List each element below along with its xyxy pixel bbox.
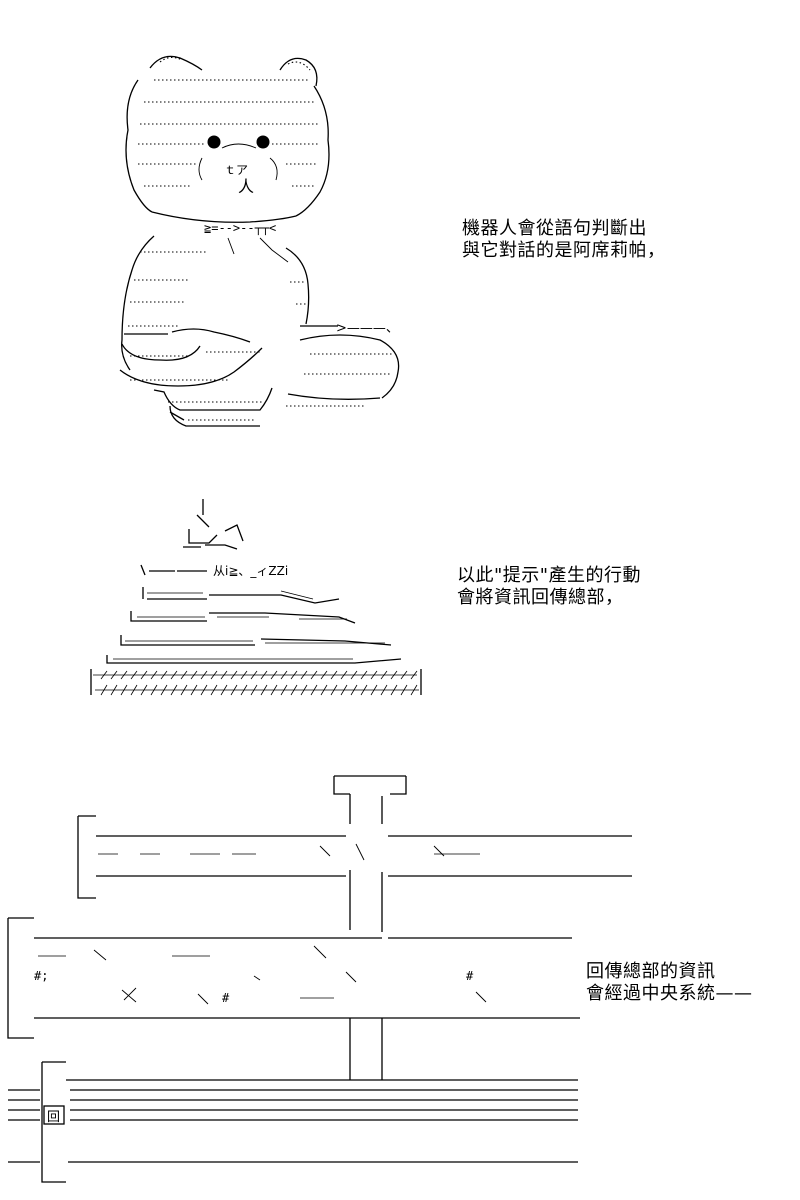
panel-2-caption-line-2: 會將資訊回傳總部， xyxy=(457,587,624,608)
panel-1-caption: 機器人會從語句判斷出 與它對話的是阿席莉帕， xyxy=(462,218,666,262)
pipes-ascii-art: #; # # 回 xyxy=(7,775,632,1183)
panel-2-caption: 以此"提示"產生的行動 會將資訊回傳總部， xyxy=(457,565,641,609)
panel-3-caption: 回傳總部的資訊 會經過中央系統—— xyxy=(586,961,753,1005)
bear-nose-text: 人 xyxy=(238,177,254,196)
svg-text:#: # xyxy=(222,991,230,1005)
svg-text:#;: #; xyxy=(34,969,48,983)
panel-2-caption-line-1: 以此"提示"產生的行動 xyxy=(457,565,642,586)
panel-1-caption-line-2: 與它對話的是阿席莉帕， xyxy=(462,240,666,261)
cable-symbol-text: 回 xyxy=(47,1110,60,1125)
mound-row-text: 从i≧、_ィZZi xyxy=(213,564,288,578)
panel-1-caption-line-1: 機器人會從語句判斷出 xyxy=(462,218,647,239)
bear-eye-left xyxy=(207,135,221,149)
svg-text:#: # xyxy=(466,969,474,983)
panel-3-caption-line-1: 回傳總部的資訊 xyxy=(586,961,716,982)
bear-arm-text: >———、 xyxy=(336,321,399,336)
bear-eye-right xyxy=(256,135,270,149)
bear-chest-text: ≧=-->--┬┬< xyxy=(204,221,276,235)
panel-bear: ｔア 人 ≧=-->--┬┬< >———、 機 xyxy=(0,40,800,440)
panel-3-caption-line-2: 會經過中央系統—— xyxy=(586,983,753,1004)
bear-face-text: ｔア xyxy=(224,163,248,177)
bear-ascii-art: ｔア 人 ≧=-->--┬┬< >———、 xyxy=(119,55,400,427)
mound-ascii-art: 从i≧、_ィZZi xyxy=(90,499,422,696)
panel-pipes: #; # # 回 回傳總部的資訊 會經過中央系統—— xyxy=(0,760,800,1200)
panel-mound: 从i≧、_ィZZi 以此"提示"產生的行動 會將資訊回傳總部， xyxy=(0,495,800,715)
